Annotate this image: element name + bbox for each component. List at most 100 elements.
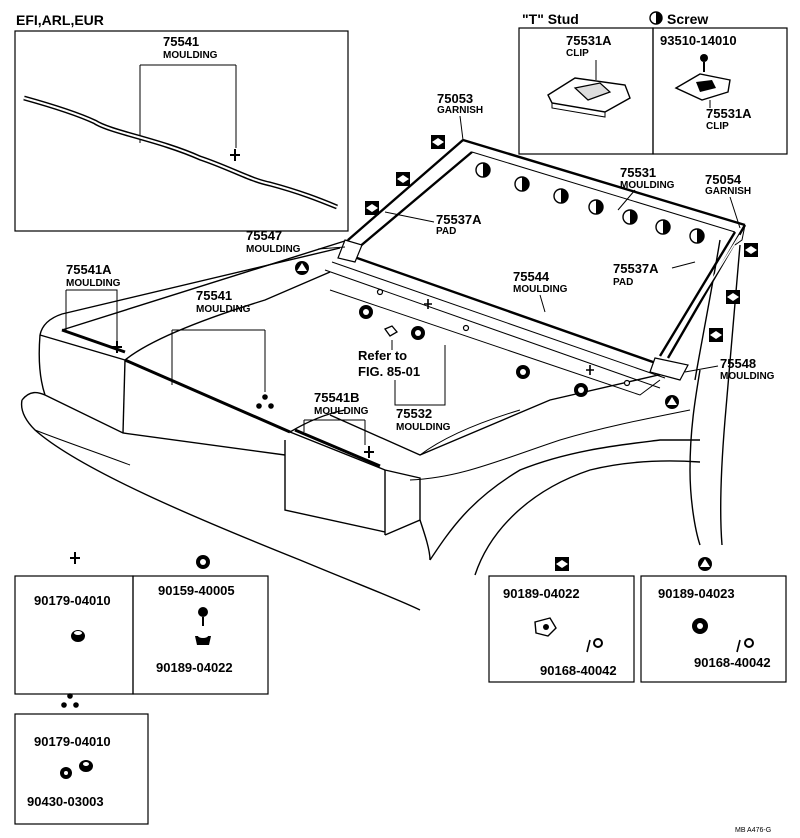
triangle-icon xyxy=(295,261,309,275)
part-name: PAD xyxy=(613,277,633,288)
part-name: MOULDING xyxy=(396,422,451,433)
part-number: 75548 xyxy=(720,356,756,371)
fastener-box-diamond xyxy=(488,575,635,683)
part-name: MOULDING xyxy=(513,284,568,295)
part-name: MOULDING xyxy=(720,371,775,382)
screw-icon xyxy=(655,219,671,235)
screw-icon xyxy=(736,638,754,653)
part-number: 75537A xyxy=(613,261,659,276)
part-number: 75541A xyxy=(66,262,112,277)
part-number: 75541B xyxy=(314,390,360,405)
t-stud-icon xyxy=(424,299,432,309)
leader-line xyxy=(139,64,237,148)
dots-icon xyxy=(61,693,79,708)
diamond-icon xyxy=(396,172,410,186)
part-number: 75532 xyxy=(396,406,432,421)
screw-icon xyxy=(700,54,708,72)
part-name: MOULDING xyxy=(314,406,369,417)
part-name: MOULDING xyxy=(246,244,301,255)
stud-icon xyxy=(198,607,208,626)
nut-icon xyxy=(60,767,72,779)
t-stud-icon xyxy=(364,446,374,458)
t-stud-heading: "T" Stud xyxy=(522,11,579,27)
dots-icon xyxy=(256,394,274,409)
fastener-box-ring xyxy=(132,575,269,695)
front-mouldings xyxy=(61,328,381,468)
part-name: GARNISH xyxy=(437,105,483,116)
inset-moulding-box xyxy=(14,30,349,232)
fastener-box-dots xyxy=(14,713,149,825)
nut-icon xyxy=(195,634,211,645)
clip-icon xyxy=(547,77,631,118)
clip-icon xyxy=(674,73,731,101)
diamond-icon xyxy=(709,328,723,342)
part-name: CLIP xyxy=(566,48,589,59)
grommet-icon xyxy=(71,630,85,642)
t-stud-icon xyxy=(70,552,80,564)
t-stud-icon xyxy=(586,365,594,375)
screw-icon xyxy=(475,162,491,178)
car-body xyxy=(20,239,741,611)
part-number: 75531 xyxy=(620,165,656,180)
diamond-icon xyxy=(744,243,758,257)
part-number: 90179-04010 xyxy=(34,593,111,608)
diamond-icon xyxy=(726,290,740,304)
part-name: MOULDING xyxy=(196,304,251,315)
diamond-icon xyxy=(431,135,445,149)
screw-icon xyxy=(586,638,603,653)
part-number: 90168-40042 xyxy=(694,655,771,670)
part-number: 90159-40005 xyxy=(158,583,235,598)
diamond-icon xyxy=(365,201,379,215)
figure-code: MB A476-G xyxy=(735,827,771,834)
triangle-icon xyxy=(698,557,712,571)
part-number: 90430-03003 xyxy=(27,794,104,809)
ring-icon xyxy=(196,555,210,569)
ring-icon xyxy=(574,383,588,397)
diamond-icon xyxy=(555,557,569,571)
screw-icon xyxy=(553,188,569,204)
part-number: 75541 xyxy=(196,288,232,303)
screw-icon xyxy=(689,228,705,244)
ring-icon xyxy=(411,326,425,340)
ring-icon xyxy=(516,365,530,379)
screw-box xyxy=(652,27,788,155)
part-name: MOULDING xyxy=(163,50,218,61)
refer-line-2: FIG. 85-01 xyxy=(358,364,420,379)
fastener-box-triangle xyxy=(640,575,787,683)
part-number: 93510-14010 xyxy=(660,33,737,48)
screw-icon xyxy=(622,209,638,225)
part-name: CLIP xyxy=(706,121,729,132)
small-hole-icon xyxy=(376,288,631,387)
part-number: 75541 xyxy=(163,34,199,49)
refer-line-1: Refer to xyxy=(358,348,407,363)
part-number: 75544 xyxy=(513,269,550,284)
screw-legend-icon xyxy=(649,11,663,25)
screw-icon xyxy=(514,176,530,192)
part-number: 75537A xyxy=(436,212,482,227)
part-number: 90189-04023 xyxy=(658,586,735,601)
part-name: GARNISH xyxy=(705,186,751,197)
part-number: 75053 xyxy=(437,91,473,106)
part-name: PAD xyxy=(436,226,456,237)
ring-icon xyxy=(359,305,373,319)
t-stud-icon xyxy=(230,149,240,161)
part-name: MOULDING xyxy=(620,180,675,191)
part-number: 90168-40042 xyxy=(540,663,617,678)
part-number: 75547 xyxy=(246,228,282,243)
part-number: 75531A xyxy=(566,33,612,48)
diagram-title: EFI,ARL,EUR xyxy=(16,12,104,28)
part-number: 90189-04022 xyxy=(156,660,233,675)
triangle-icon xyxy=(665,395,679,409)
nut-icon xyxy=(534,617,557,637)
screw-icon xyxy=(588,199,604,215)
part-number: 90179-04010 xyxy=(34,734,111,749)
part-number: 90189-04022 xyxy=(503,586,580,601)
part-number: 75054 xyxy=(705,172,742,187)
nut-icon xyxy=(692,618,708,634)
clip-icon xyxy=(384,325,398,337)
grommet-icon xyxy=(79,760,93,772)
part-name: MOULDING xyxy=(66,278,121,289)
screw-heading: Screw xyxy=(667,11,708,27)
